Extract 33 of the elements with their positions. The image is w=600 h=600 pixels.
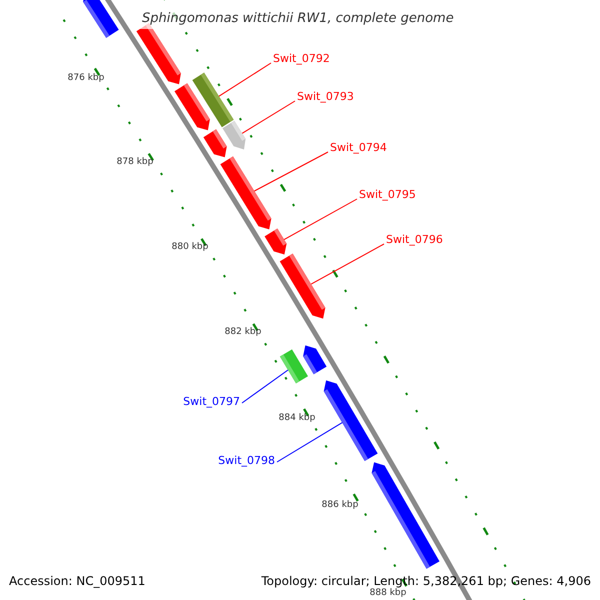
gene-bar — [264, 228, 287, 254]
gene-bar — [280, 254, 326, 319]
gene-bar — [303, 345, 327, 374]
gene-bar — [220, 156, 272, 230]
position-label: 884 kbp — [278, 413, 316, 423]
position-label: 882 kbp — [224, 327, 262, 337]
position-label: 886 kbp — [322, 500, 358, 510]
gene-label: Swit_0794 — [330, 141, 387, 154]
gene-label: Swit_0797 — [183, 395, 240, 408]
leader-line — [242, 370, 288, 404]
gene-label: Swit_0793 — [297, 90, 354, 103]
gene-bar — [372, 462, 440, 569]
gene-bar — [280, 349, 308, 384]
gene-label: Swit_0792 — [273, 52, 330, 65]
leader-line — [254, 152, 328, 192]
gene-label: Swit_0798 — [218, 454, 275, 467]
leader-line — [218, 62, 272, 97]
gene-label: Swit_0795 — [359, 188, 416, 201]
gene-bar — [203, 129, 227, 158]
position-label: 888 kbp — [370, 588, 406, 598]
leader-line — [310, 244, 384, 285]
gene-bar — [222, 120, 246, 150]
leader-line — [276, 422, 343, 462]
gene-bar — [174, 83, 210, 130]
position-label: 876 kbp — [68, 73, 104, 83]
position-label: 878 kbp — [116, 157, 154, 167]
position-label: 880 kbp — [172, 242, 208, 252]
gene-label: Swit_0796 — [386, 233, 443, 246]
gene-bar — [324, 380, 378, 461]
gene-bar — [83, 0, 119, 38]
accession-text: Accession: NC_009511 — [9, 574, 146, 588]
leader-line — [284, 198, 358, 240]
leader-line — [242, 100, 296, 134]
